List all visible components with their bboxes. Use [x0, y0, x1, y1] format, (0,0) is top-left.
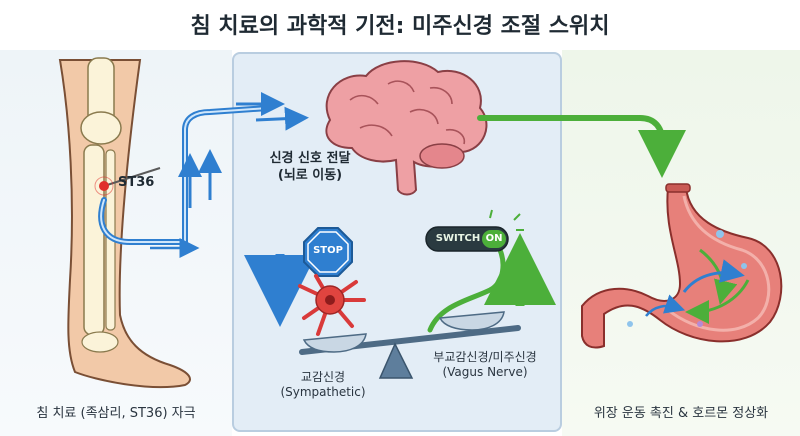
- stomach-icon: [581, 183, 783, 349]
- balance-seesaw-icon: [299, 311, 521, 379]
- acupuncture-caption: 침 치료 (족삼리, ST36) 자극: [36, 406, 196, 421]
- right-arrow-icon: [255, 106, 309, 131]
- sympathetic-label-en: (Sympathetic): [280, 385, 366, 399]
- sympathetic-label: 교감신경 (Sympathetic): [268, 370, 378, 400]
- brain-icon: [325, 60, 488, 196]
- signal-label: 신경 신호 전달 (뇌로 이동): [250, 150, 370, 184]
- stop-sign-text: STOP: [313, 245, 343, 256]
- switch-label: SWITCH: [435, 233, 481, 244]
- switch-state: ON: [485, 233, 503, 244]
- sympathetic-neuron-icon: [298, 274, 366, 336]
- digestive-caption: 위장 운동 촉진 & 호르몬 정상화: [593, 406, 769, 421]
- signal-label-line2: (뇌로 이동): [277, 168, 343, 183]
- switch-toggle-icon: [425, 209, 524, 252]
- sympathetic-label-ko: 교감신경: [300, 370, 346, 384]
- stop-sign-icon: [303, 227, 353, 277]
- signal-label-line1: 신경 신호 전달: [269, 151, 351, 166]
- vagus-signal-path: [477, 115, 686, 178]
- vagus-label-ko: 부교감신경/미주신경: [433, 350, 537, 364]
- page-title: 침 치료의 과학적 기전: 미주신경 조절 스위치: [190, 14, 610, 39]
- acupuncture-needle: [94, 167, 161, 196]
- vagus-label-en: (Vagus Nerve): [442, 365, 528, 379]
- leg-illustration: [58, 57, 191, 389]
- vagus-label: 부교감신경/미주신경 (Vagus Nerve): [410, 350, 560, 380]
- acupoint-label: ST36: [118, 175, 155, 190]
